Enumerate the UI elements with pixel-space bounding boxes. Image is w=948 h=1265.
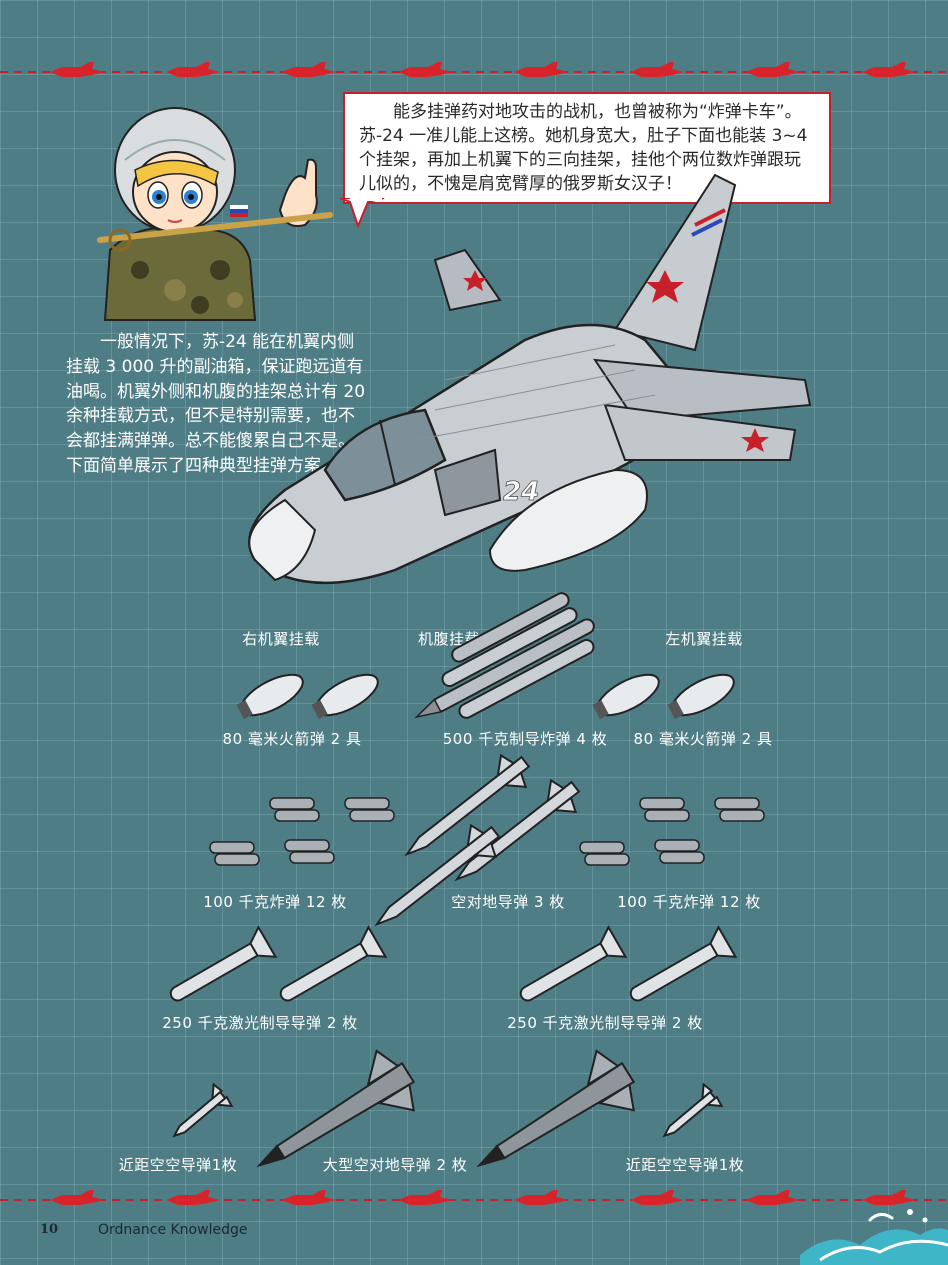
rocket-pods-right-illustration [236, 673, 379, 719]
jet-icon [166, 62, 220, 77]
jet-icon [630, 1190, 684, 1205]
jet-icon [862, 1190, 916, 1205]
top-jet-stripe [0, 60, 948, 84]
label-laser-250-right: 250 千克激光制导导弹 2 枚 [162, 1014, 358, 1032]
large-asm-illustration [256, 1049, 636, 1168]
intro-paragraph: 一般情况下，苏-24 能在机翼内侧挂载 3 000 升的副油箱，保证跑远道有油喝… [66, 330, 366, 479]
page-number: 10 [40, 1222, 59, 1237]
jet-icon [398, 62, 452, 77]
label-bombs-100-right: 100 千克炸弹 12 枚 [203, 893, 347, 911]
aam-short-left-illustration [662, 1082, 724, 1138]
label-asm-large: 大型空对地导弹 2 枚 [322, 1156, 468, 1174]
jet-icon [282, 1190, 336, 1205]
rocket-pods-left-illustration [592, 673, 735, 719]
magazine-name: Ordnance Knowledge [98, 1222, 248, 1238]
jet-icon [630, 62, 684, 77]
wave-decoration [800, 1209, 948, 1265]
jet-icon [166, 1190, 220, 1205]
bottom-jet-stripe [0, 1188, 948, 1212]
asm-missiles-illustration [374, 753, 581, 927]
jet-icon [282, 62, 336, 77]
pilot-character-illustration [97, 107, 333, 321]
label-bombs-100-left: 100 千克炸弹 12 枚 [617, 893, 761, 911]
aircraft-tail-number: 24 [503, 477, 539, 507]
speech-bubble-tail [339, 198, 385, 228]
label-rockets-left: 80 毫米火箭弹 2 具 [633, 730, 773, 748]
su24-aircraft-illustration: 24 [248, 173, 812, 585]
label-laser-250-left: 250 千克激光制导导弹 2 枚 [507, 1014, 703, 1032]
speech-bubble: 能多挂弹药对地攻击的战机，也曾被称为“炸弹卡车”。苏-24 一准儿能上这榜。她机… [343, 92, 831, 204]
label-aam-short-left: 近距空空导弹1枚 [625, 1156, 745, 1174]
jet-icon [514, 1190, 568, 1205]
intro-text: 一般情况下，苏-24 能在机翼内侧挂载 3 000 升的副油箱，保证跑远道有油喝… [66, 332, 366, 476]
bombs-100-left-illustration [579, 797, 765, 866]
jet-icon [514, 62, 568, 77]
jet-icon [50, 1190, 104, 1205]
header-left-wing: 左机翼挂载 [665, 630, 743, 648]
laser-guided-250-right-illustration [169, 925, 388, 1002]
jet-icon [862, 62, 916, 77]
bombs-100-right-illustration [209, 797, 395, 866]
speech-bubble-text: 能多挂弹药对地攻击的战机，也曾被称为“炸弹卡车”。苏-24 一准儿能上这榜。她机… [359, 102, 808, 194]
jet-icon [746, 1190, 800, 1205]
guided-bombs-500-illustration [414, 592, 595, 719]
label-asm-3: 空对地导弹 3 枚 [451, 893, 565, 911]
label-aam-short-right: 近距空空导弹1枚 [118, 1156, 238, 1174]
jet-icon [746, 62, 800, 77]
header-right-wing: 右机翼挂载 [242, 630, 320, 648]
laser-guided-250-left-illustration [519, 925, 738, 1002]
label-guided-bomb-500: 500 千克制导炸弹 4 枚 [442, 730, 608, 748]
aam-short-right-illustration [172, 1082, 234, 1138]
jet-icon [50, 62, 104, 77]
jet-icon [398, 1190, 452, 1205]
label-rockets-right: 80 毫米火箭弹 2 具 [222, 730, 362, 748]
